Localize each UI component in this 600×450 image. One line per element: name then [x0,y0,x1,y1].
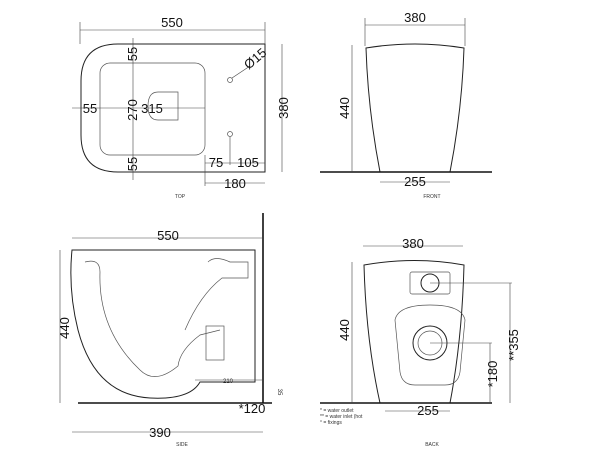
dim-back-zone: 180 [224,176,246,191]
dim-left-rim: 55 [83,101,97,116]
caption-front: FRONT [423,194,440,200]
dim-side-outlet: *120 [239,401,266,416]
top-outline [80,43,266,173]
dim-back-base: 255 [417,403,439,418]
dim-top-rim: 55 [125,47,140,61]
legend-item: ° = fixings [320,420,342,426]
dim-front-height: 440 [337,97,352,119]
dim-hole-back: 105 [237,155,259,170]
caption-top: TOP [175,194,186,200]
dim-hole-offset: 75 [209,155,223,170]
top-outlet-shape [147,91,179,121]
dim-back-inlet: **355 [506,329,521,361]
side-view: 550 440 210 35 *120 390 SIDE [57,213,282,448]
legend-item: * = water outlet [320,408,354,414]
dim-bottom-rim: 55 [125,157,140,171]
back-outline [363,260,465,404]
top-inner-bowl [99,62,206,156]
dim-inner-depth: 270 [125,99,140,121]
legend: * = water outlet ** = water inlet (hot °… [320,408,363,426]
dim-back-height: 440 [337,319,352,341]
dim-side-210: 210 [223,379,234,385]
dim-front-width: 380 [404,10,426,25]
caption-side: SIDE [176,442,188,448]
outlet-connector [205,325,225,361]
fixing-hole [227,77,233,83]
dim-back-outlet: *180 [485,361,500,388]
dim-top-depth: 380 [276,97,291,119]
dim-side-base: 390 [149,425,171,440]
fixing-hole [227,131,233,137]
legend-item: ** = water inlet (hot [320,414,363,420]
caption-back: BACK [425,442,439,448]
dim-side-length: 550 [157,228,179,243]
dim-front-base: 255 [404,174,426,189]
dim-side-35: 35 [276,389,282,396]
side-outline [70,249,256,399]
dim-side-height: 440 [57,317,72,339]
dim-back-width: 380 [402,236,424,251]
front-outline [365,43,465,173]
back-view: 380 440 **355 *180 255 BACK [320,236,521,448]
top-view: 550 380 55 270 55 55 315 Ø15 75 105 180 … [72,15,291,200]
side-trapway [84,258,249,377]
front-view: 380 440 255 FRONT [320,10,492,200]
dim-inner-width: 315 [141,101,163,116]
dim-top-width: 550 [161,15,183,30]
